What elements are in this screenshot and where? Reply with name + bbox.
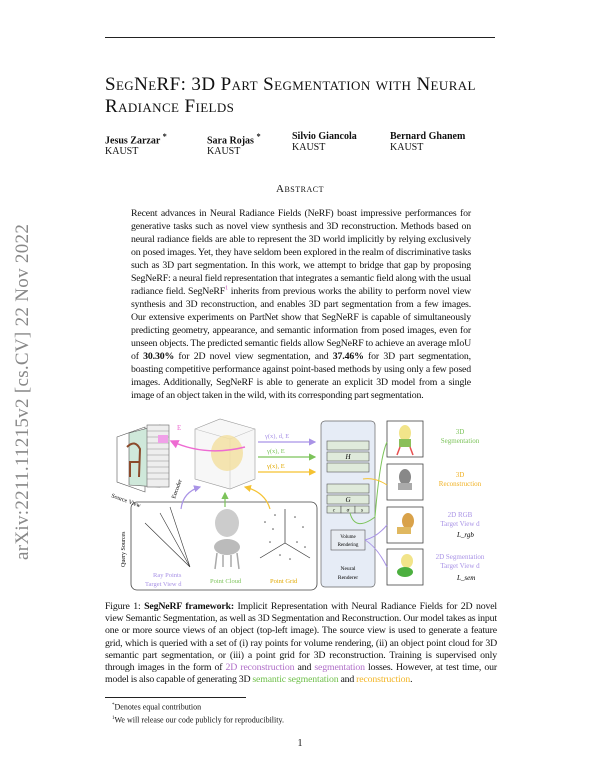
caption-highlight: 2D reconstruction bbox=[225, 662, 295, 674]
loss-sem-label: L_sem bbox=[456, 574, 475, 582]
caption-text: losses. However, at test time, our model… bbox=[105, 662, 497, 686]
figure-caption: Figure 1: SegNeRF framework: Implicit Re… bbox=[105, 601, 497, 686]
target-view-label: Target View d bbox=[145, 581, 182, 588]
figure-1: Source View Encoder E γ(x), d, E γ(x), E… bbox=[105, 417, 500, 595]
caption-text: and bbox=[338, 674, 357, 686]
abstract-heading: Abstract bbox=[276, 183, 324, 195]
density-output-label: σ bbox=[347, 508, 350, 514]
output-2dseg-label: 2D Segmentation bbox=[436, 553, 485, 561]
feature-label: E bbox=[177, 424, 181, 432]
encoder-block bbox=[146, 424, 170, 488]
abstract-text: for 3D part segmentation, boasting compe… bbox=[131, 351, 471, 401]
author-affiliation: KAUST bbox=[207, 146, 241, 158]
footnote: 1We will release our code publicly for r… bbox=[112, 713, 284, 726]
color-output-label: c bbox=[333, 508, 336, 514]
footnotes: *Denotes equal contribution 1We will rel… bbox=[112, 700, 284, 726]
output-3d-rec-label-2: Reconstruction bbox=[439, 480, 482, 488]
abstract-body: Recent advances in Neural Radiance Field… bbox=[131, 207, 471, 402]
framework-diagram: Source View Encoder E γ(x), d, E γ(x), E… bbox=[110, 418, 485, 591]
paper-title: SegNeRF: 3D Part Segmentation with Neura… bbox=[105, 74, 476, 117]
footnote-mark: 1 bbox=[112, 716, 115, 722]
caption-text: . bbox=[410, 674, 413, 686]
point-cloud-chair bbox=[214, 509, 240, 570]
footnote-link[interactable]: 1 bbox=[225, 285, 228, 292]
output-3d-seg-label-2: Segmentation bbox=[441, 437, 480, 445]
output-rgb-label: 2D RGB bbox=[448, 511, 473, 519]
volume-rendering-label: Volume bbox=[340, 535, 356, 540]
arrow-ray-label: γ(x), d, E bbox=[264, 433, 289, 440]
author: Sara Rojas * KAUST bbox=[207, 131, 261, 157]
abstract-text: inherits from previous works the ability… bbox=[131, 286, 471, 362]
output-2dseg-label-2: Target View d bbox=[440, 562, 480, 570]
footnote-rule bbox=[105, 697, 246, 698]
point-grid-label: Point Grid bbox=[270, 578, 298, 585]
author-affiliation: KAUST bbox=[105, 146, 139, 158]
author-name: Silvio Giancola bbox=[292, 131, 357, 142]
footnote-mark: * bbox=[112, 703, 115, 708]
h-network-label: H bbox=[344, 453, 351, 461]
ray-points-icon bbox=[144, 506, 191, 568]
abstract-text: for 2D novel view segmentation, and bbox=[174, 351, 333, 362]
caption-bold: SegNeRF framework: bbox=[144, 601, 234, 612]
miou-3d-value: 37.46% bbox=[332, 351, 364, 362]
page-number: 1 bbox=[297, 738, 303, 749]
ray-points-label: Ray Points bbox=[153, 572, 182, 579]
caption-label: Figure 1: bbox=[105, 601, 145, 612]
footnote: *Denotes equal contribution bbox=[112, 700, 284, 713]
volume-rendering-label-2: Rendering bbox=[338, 543, 359, 548]
author-affiliation: KAUST bbox=[292, 142, 326, 153]
output-rgb-label-2: Target View d bbox=[440, 520, 480, 528]
source-view-label: Source View bbox=[110, 493, 142, 509]
query-sources-panel bbox=[130, 501, 318, 591]
abstract-text: Recent advances in Neural Radiance Field… bbox=[131, 208, 471, 297]
point-cloud-label: Point Cloud bbox=[210, 578, 242, 585]
arxiv-stamp: arXiv:2211.11215v2 [cs.CV] 22 Nov 2022 bbox=[12, 223, 33, 560]
arrow-grid-label: γ(x), E bbox=[266, 463, 285, 470]
author-name: Jesus Zarzar bbox=[105, 135, 161, 147]
caption-text: and bbox=[294, 662, 315, 674]
arrow-cloud-label: γ(x), E bbox=[266, 448, 285, 455]
author-mark: * bbox=[256, 132, 261, 141]
caption-highlight: reconstruction bbox=[356, 674, 411, 686]
feature-cube bbox=[169, 418, 256, 490]
output-3d-rec-label: 3D bbox=[456, 471, 465, 479]
encoder-label: Encoder bbox=[171, 479, 183, 500]
semantic-output-label: s bbox=[361, 508, 363, 514]
output-3d-seg-label: 3D bbox=[456, 428, 465, 436]
neural-renderer-label-2: Renderer bbox=[338, 575, 358, 581]
footnote-text: Denotes equal contribution bbox=[114, 702, 202, 712]
author-name: Sara Rojas bbox=[207, 135, 254, 147]
neural-renderer-label: Neural bbox=[341, 566, 356, 572]
author-name: Bernard Ghanem bbox=[390, 131, 466, 142]
query-sources-label: Query Sources bbox=[121, 531, 127, 567]
caption-highlight: semantic segmentation bbox=[252, 674, 339, 686]
author: Jesus Zarzar * KAUST bbox=[105, 131, 167, 157]
caption-text: Implicit Representation with Neural Radi… bbox=[105, 601, 497, 674]
miou-2d-value: 30.30% bbox=[143, 351, 175, 362]
author-mark: * bbox=[162, 132, 167, 141]
footnote-text: We will release our code publicly for re… bbox=[114, 715, 284, 725]
point-grid-icon bbox=[259, 509, 311, 560]
caption-highlight: segmentation bbox=[314, 662, 365, 674]
header-rule bbox=[105, 37, 495, 38]
author-affiliation: KAUST bbox=[390, 142, 424, 153]
g-network-label: G bbox=[345, 496, 350, 504]
loss-rgb-label: L_rgb bbox=[456, 531, 474, 539]
